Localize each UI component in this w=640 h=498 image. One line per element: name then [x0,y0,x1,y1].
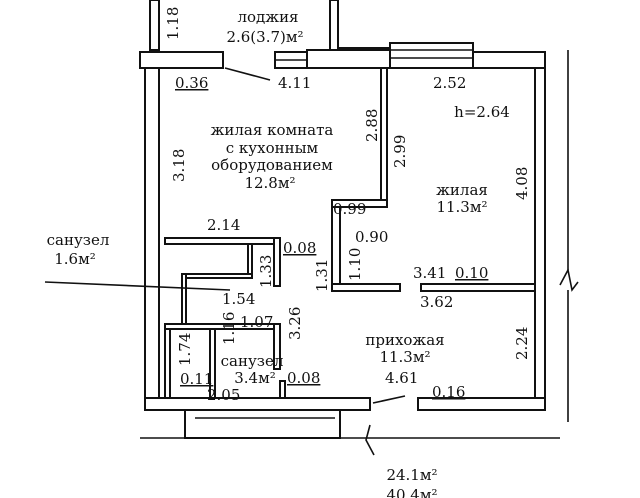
dim: 2.99 [391,135,409,168]
dim: 4.61 [385,369,418,387]
dim: 1.10 [346,248,364,281]
dim: 0.16 [432,383,465,401]
living-area-total: 24.1м² [386,466,437,484]
living-area: 11.3м² [436,198,487,216]
dimension-labels: 1.18 0.36 4.11 2.52 2.88 2.99 3.18 4.08 … [164,7,531,404]
walls [44,0,579,456]
kitchen-name-3: оборудованием [211,156,333,174]
living-name: жилая [436,181,488,199]
area-totals: 24.1м² 40.4м² [386,466,437,498]
dim: 3.26 [286,307,304,340]
bath-small-name: санузел [47,231,110,249]
room-labels: лоджия 2.6(3.7)м² жилая комната с кухонн… [47,8,510,387]
dim: 1.31 [313,259,331,292]
total-area: 40.4м² [386,486,437,498]
dim: 2.05 [207,386,240,404]
dim: 0.11 [180,370,213,388]
loggia-name: лоджия [237,8,298,26]
dim: 0.36 [175,74,208,92]
dim: 0.90 [355,228,388,246]
dim: 1.33 [257,255,275,288]
dim: 1.74 [176,333,194,366]
dim: 1.54 [222,290,255,308]
bath-large-area: 3.4м² [234,369,276,387]
dim: 0.99 [333,200,366,218]
kitchen-area: 12.8м² [244,174,295,192]
hall-name: прихожая [365,331,444,349]
bath-large-name: санузел [221,352,284,370]
loggia-area: 2.6(3.7)м² [226,28,303,46]
kitchen-name-2: с кухонным [226,139,319,157]
dim: 1.16 [220,312,238,345]
dim: 2.88 [363,109,381,142]
dim: 1.07 [240,313,273,331]
dim: 1.18 [164,7,182,40]
dim: 0.08 [287,369,320,387]
dim: 4.11 [278,74,311,92]
dim: 3.18 [170,149,188,182]
dim: 0.08 [283,239,316,257]
kitchen-name-1: жилая комната [211,121,334,139]
dim: 2.24 [513,327,531,360]
dim: 3.41 [413,264,446,282]
dim: 2.14 [207,216,240,234]
dim: 2.52 [433,74,466,92]
dim: 4.08 [513,167,531,200]
dim: 3.62 [420,293,453,311]
dim: 0.10 [455,264,488,282]
bath-small-area: 1.6м² [54,250,96,268]
ceiling-height: h=2.64 [454,103,510,121]
hall-area: 11.3м² [379,348,430,366]
